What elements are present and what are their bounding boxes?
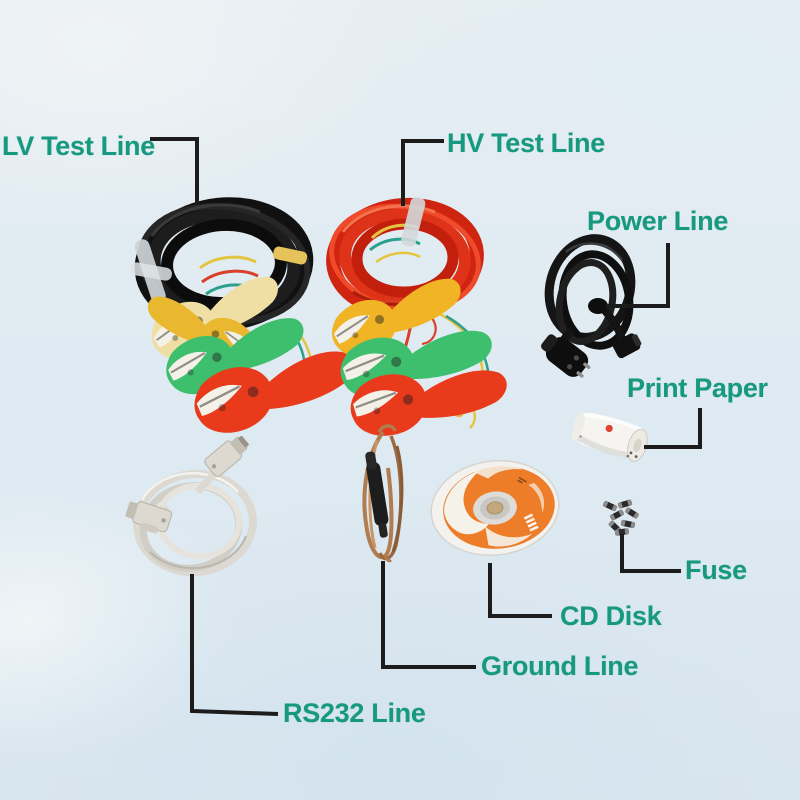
fuse-photo — [602, 499, 640, 536]
ground-line-photo — [362, 424, 404, 563]
label-hv-test-line: HV Test Line — [447, 128, 605, 158]
callout-rs232-line — [190, 574, 279, 716]
label-cd-disk: CD Disk — [560, 601, 662, 631]
print-paper-photo — [571, 411, 648, 462]
callout-power-line — [606, 243, 670, 308]
label-fuse: Fuse — [685, 555, 747, 585]
callout-ground-line — [381, 561, 476, 669]
power-line-photo — [541, 234, 642, 378]
callout-hv-test-line — [401, 139, 444, 206]
lv-test-line-photo — [130, 197, 364, 442]
label-ground-line: Ground Line — [481, 651, 639, 681]
cd-disk-photo — [430, 459, 560, 557]
callout-lv-test-line — [150, 137, 199, 205]
callout-lines — [150, 137, 702, 716]
callout-cd-disk — [488, 563, 552, 618]
label-rs232-line: RS232 Line — [283, 698, 426, 728]
label-power-line: Power Line — [587, 206, 729, 236]
callout-fuse — [620, 534, 681, 573]
label-print-paper: Print Paper — [627, 373, 768, 403]
label-lv-test-line: LV Test Line — [2, 131, 155, 161]
hv-test-line-photo — [323, 197, 512, 441]
rs232-line-photo — [125, 435, 257, 577]
callout-print-paper — [644, 408, 702, 449]
